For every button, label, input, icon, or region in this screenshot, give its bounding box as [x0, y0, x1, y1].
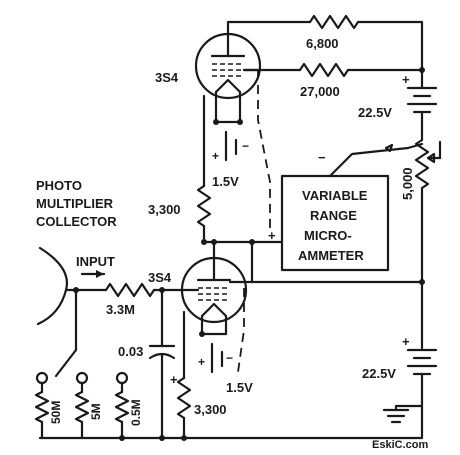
- svg-text:+: +: [198, 355, 205, 369]
- resistor-6800: [308, 14, 360, 30]
- potentiometer-label: 5,000: [400, 167, 415, 200]
- svg-text:+: +: [402, 72, 410, 87]
- resistor-27000: [298, 62, 350, 78]
- range-switch-arm: [54, 348, 78, 378]
- watermark: EskiC.com: [372, 439, 428, 451]
- resistor-3300-bottom: [176, 376, 192, 420]
- svg-text:+: +: [268, 228, 276, 243]
- capacitor-label: 0.03: [118, 344, 143, 359]
- battery-top-label: 22.5V: [358, 105, 392, 120]
- resistor-3300-top-label: 3,300: [148, 202, 181, 217]
- meter-line3: MICRO-: [304, 228, 352, 243]
- svg-text:+: +: [170, 372, 178, 387]
- photomultiplier-collector: [36, 246, 69, 326]
- battery-bottom: [406, 348, 438, 440]
- pm-line2: MULTIPLIER: [36, 196, 114, 211]
- svg-text:−: −: [318, 150, 326, 165]
- resistor-3-3m-label: 3.3M: [106, 302, 135, 317]
- tube-bottom-label: 3S4: [148, 270, 172, 285]
- resistor-5m-label: 5M: [89, 403, 103, 420]
- resistor-3-3m: [104, 282, 156, 298]
- battery-top: [406, 82, 438, 142]
- svg-text:+: +: [212, 149, 219, 163]
- meter-line1: VARIABLE: [302, 188, 368, 203]
- resistor-0-5m-label: 0.5M: [129, 399, 143, 426]
- micro-ammeter-box: [280, 174, 390, 272]
- input-label: INPUT: [76, 254, 115, 269]
- battery-bottom-label: 22.5V: [362, 366, 396, 381]
- resistor-27000-label: 27,000: [300, 84, 340, 99]
- resistor-0-5m: [114, 390, 130, 424]
- resistor-50m-label: 50M: [49, 401, 63, 424]
- potentiometer-5000: [414, 138, 430, 190]
- resistor-6800-label: 6,800: [306, 36, 339, 51]
- wire-top-plate: [226, 20, 312, 58]
- ground-symbol: [382, 404, 424, 424]
- pm-line3: COLLECTOR: [36, 214, 117, 229]
- svg-text:−: −: [242, 139, 249, 153]
- resistor-50m: [34, 390, 50, 424]
- svg-text:−: −: [226, 351, 233, 365]
- resistor-3300-top: [196, 184, 212, 228]
- resistor-3300-bottom-label: 3,300: [194, 402, 227, 417]
- filament-bottom-label: 1.5V: [226, 380, 253, 395]
- filament-top-label: 1.5V: [212, 174, 239, 189]
- meter-line2: RANGE: [310, 208, 357, 223]
- svg-text:+: +: [402, 334, 410, 349]
- pm-line1: PHOTO: [36, 178, 82, 193]
- tube-top-label: 3S4: [155, 70, 179, 85]
- meter-line4: AMMETER: [298, 248, 364, 263]
- resistor-5m: [74, 390, 90, 424]
